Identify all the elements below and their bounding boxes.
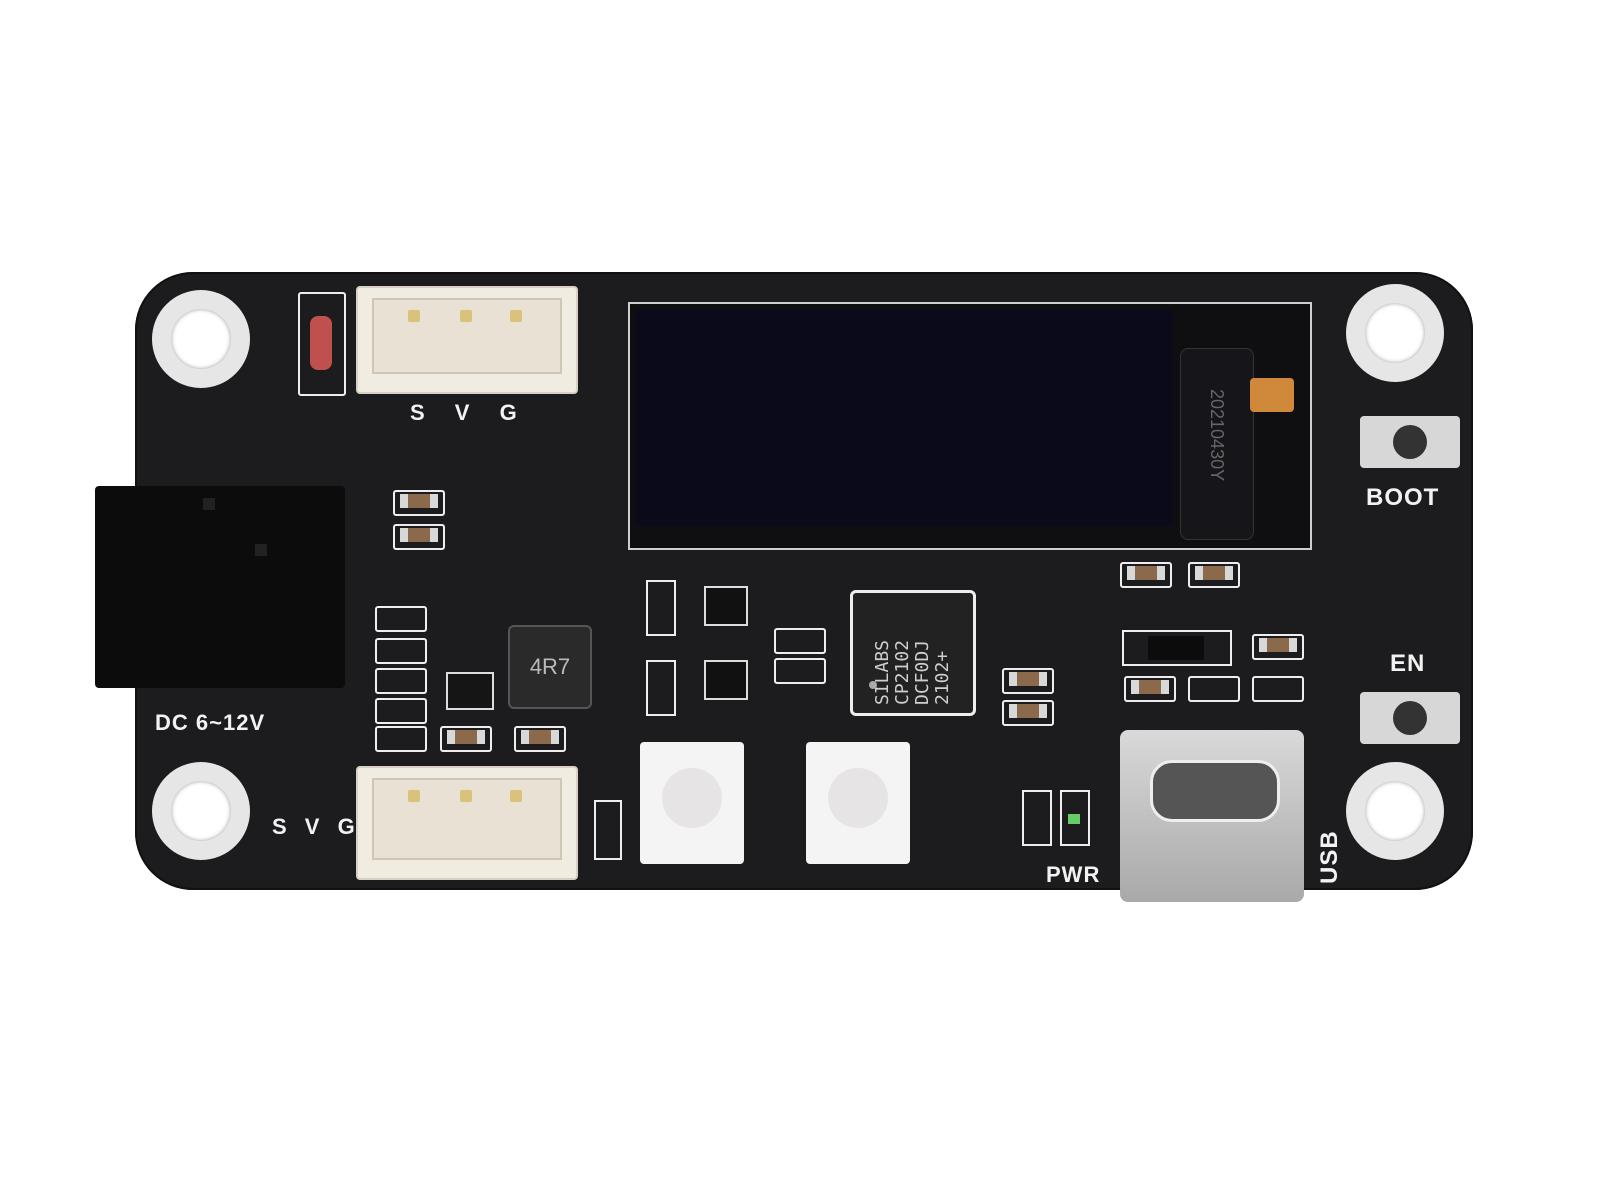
resistor [375, 698, 427, 724]
mounting-hole [1346, 284, 1444, 382]
transistor [704, 586, 748, 626]
servo-connector-top [356, 286, 578, 394]
pwr-label: PWR [1046, 862, 1101, 887]
resistor [375, 638, 427, 664]
boot-button[interactable] [1360, 416, 1460, 468]
cp2102-usb-uart-chip: SILABS CP2102 DCF0DJ 2102+ [850, 590, 976, 716]
power-led [1060, 790, 1090, 846]
capacitor [1252, 634, 1304, 660]
resistor [1188, 676, 1240, 702]
oled-ribbon: 20210430Y [1180, 348, 1254, 540]
resistor [375, 726, 427, 752]
regulator-ic [446, 672, 494, 710]
resistor [774, 658, 826, 684]
capacitor [594, 800, 622, 860]
capacitor [514, 726, 566, 752]
dc-power-jack [95, 486, 345, 688]
usb-c-port[interactable] [1120, 730, 1304, 902]
inductor: 4R7 [508, 625, 592, 709]
diode [1122, 630, 1232, 666]
resistor [774, 628, 826, 654]
resistor [375, 668, 427, 694]
boot-label: BOOT [1366, 484, 1440, 511]
en-label: EN [1390, 650, 1426, 677]
capacitor [1002, 700, 1054, 726]
mounting-hole [152, 762, 250, 860]
capacitor [1124, 676, 1176, 702]
capacitor [393, 490, 445, 516]
usb-label: USB [1316, 830, 1343, 884]
connector-bottom-label: S V G [272, 814, 356, 839]
mounting-hole [1346, 762, 1444, 860]
rgb-led [640, 742, 744, 864]
capacitor [1002, 668, 1054, 694]
resistor [646, 660, 676, 716]
diode [298, 292, 346, 396]
connector-top-label: S V G [410, 400, 518, 425]
resistor [375, 606, 427, 632]
en-reset-button[interactable] [1360, 692, 1460, 744]
rgb-led [806, 742, 910, 864]
resistor [646, 580, 676, 636]
capacitor [440, 726, 492, 752]
capacitor [393, 524, 445, 550]
transistor [704, 660, 748, 700]
mounting-hole [152, 290, 250, 388]
flex-cable-tab [1250, 378, 1294, 412]
resistor [1022, 790, 1052, 846]
dc-voltage-label: DC 6~12V [155, 710, 266, 735]
resistor [1252, 676, 1304, 702]
capacitor [1188, 562, 1240, 588]
oled-display [636, 310, 1172, 526]
chip-marking: SILABS CP2102 DCF0DJ 2102+ [872, 639, 953, 705]
ribbon-date-code: 20210430Y [1207, 389, 1227, 482]
servo-connector-bottom [356, 766, 578, 880]
capacitor [1120, 562, 1172, 588]
